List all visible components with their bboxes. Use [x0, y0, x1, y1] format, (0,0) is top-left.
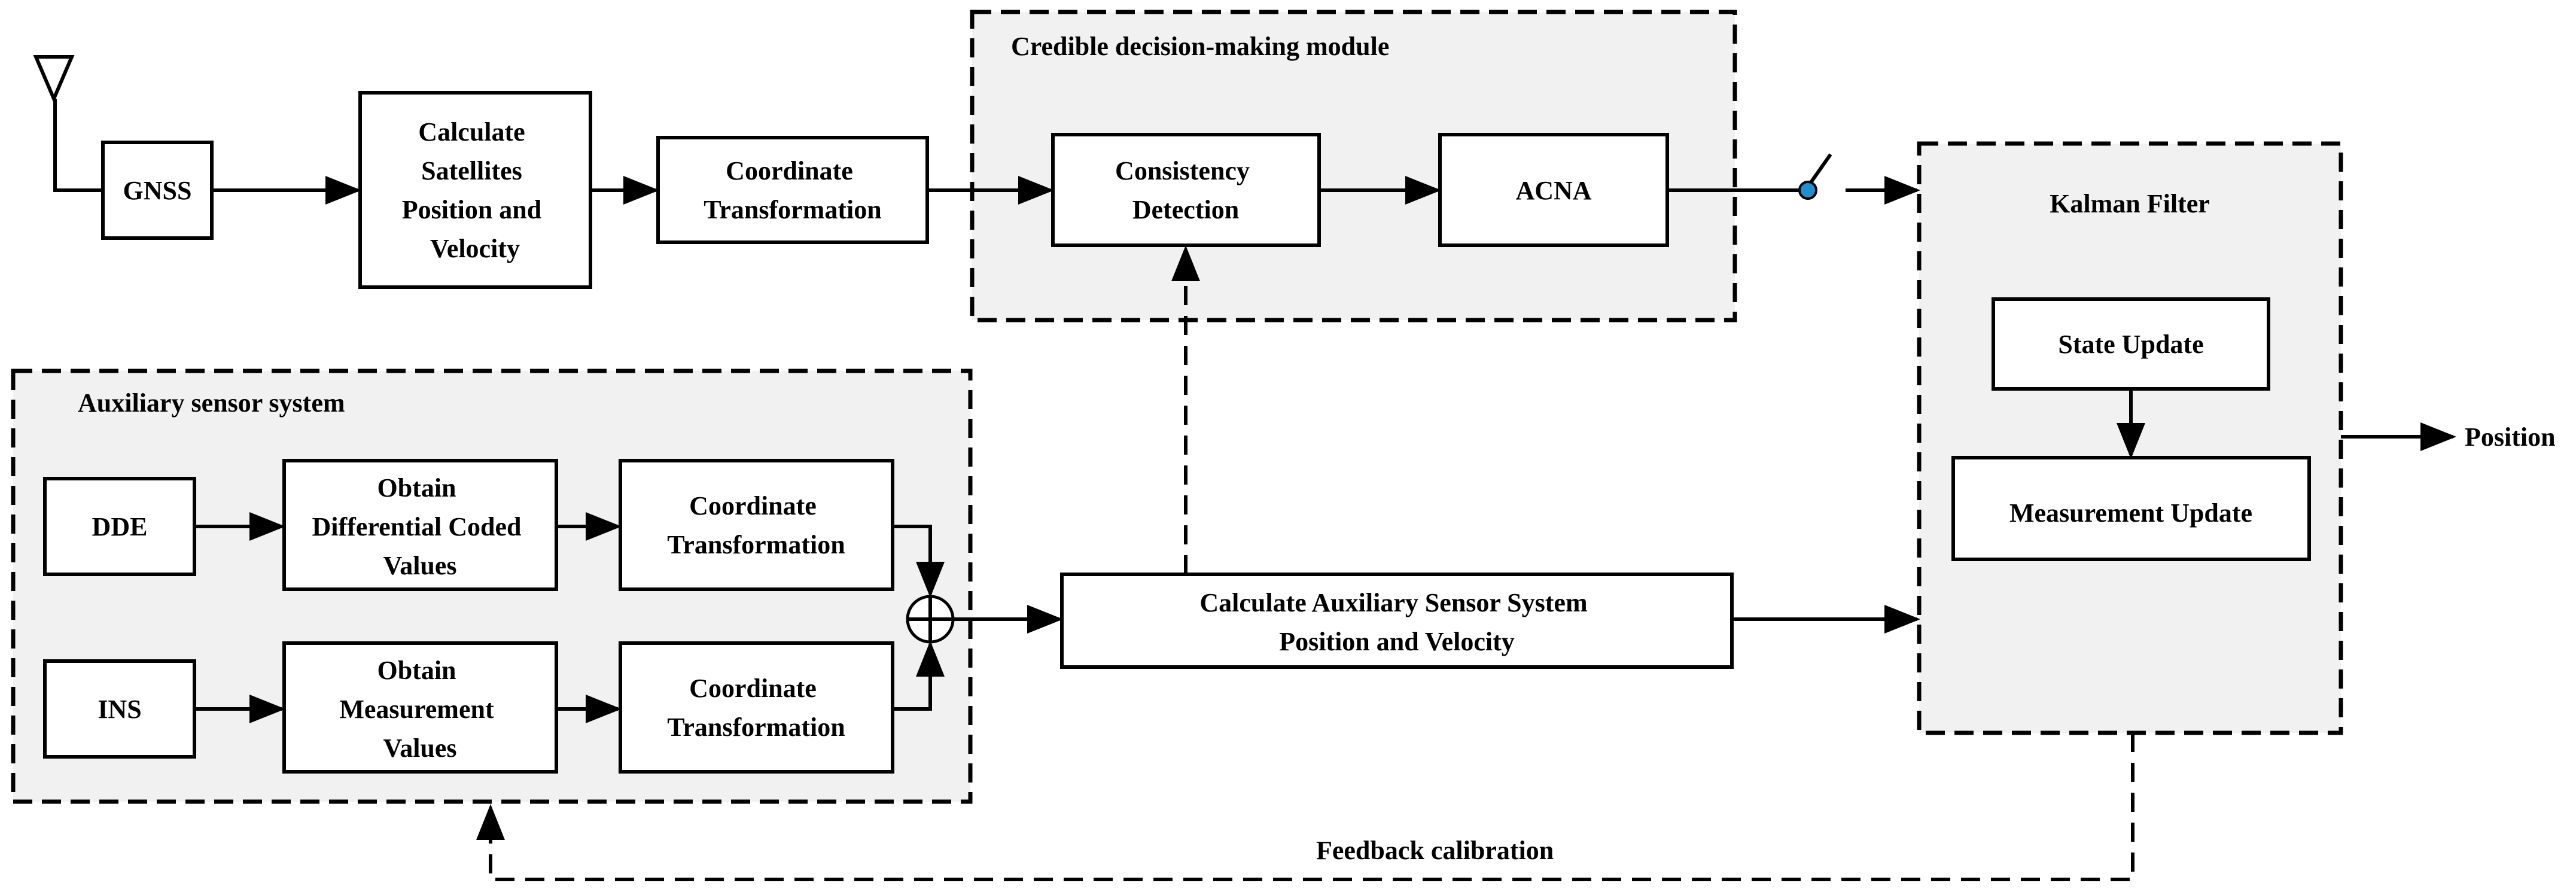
state-update-block: State Update [1992, 297, 2270, 391]
switch-icon [1667, 153, 1832, 200]
credible-module-title: Credible decision-making module [1011, 32, 1389, 61]
svg-text:DDE: DDE [92, 512, 148, 541]
measurement-update-block: Measurement Update [1951, 456, 2311, 561]
summing-junction-icon [906, 595, 955, 644]
calculate-satellites-block: Calculate Satellites Position and Veloci… [358, 91, 592, 289]
antenna-icon [33, 55, 103, 192]
svg-text:Calculate Auxiliary Sensor Sys: Calculate Auxiliary Sensor System Positi… [1199, 588, 1594, 656]
calculate-auxiliary-block: Calculate Auxiliary Sensor System Positi… [1060, 573, 1734, 669]
consistency-detection-block: Consistency Detection [1051, 133, 1321, 247]
svg-text:Coordinate Transformatio: Coordinate Transformation [667, 491, 845, 559]
feedback-calibration-arrow [476, 733, 2135, 881]
dde-block: DDE [43, 477, 196, 576]
acna-block: ACNA [1438, 133, 1669, 247]
svg-text:INS: INS [98, 695, 141, 724]
svg-text:Calculate Satellites: Calculate Satellites Position and Veloci… [402, 117, 549, 263]
gnss-block: GNSS [101, 141, 214, 240]
coordinate-transformation-top-block: Coordinate Transformation [656, 136, 929, 244]
coordinate-transformation-low-block: Coordinate Transformation [619, 641, 894, 774]
svg-text:Obtain Measurement: Obtain Measurement Values [339, 656, 500, 763]
svg-text:Consistency Detection: Consistency Detection [1115, 156, 1256, 224]
ins-block: INS [43, 659, 196, 759]
svg-text:Coordinate Transformatio: Coordinate Transformation [704, 156, 881, 224]
arrow-coord-low-to-sum [893, 641, 945, 711]
svg-text:Coordinate Transformatio: Coordinate Transformation [667, 674, 845, 742]
arrow-coord-mid-to-sum [893, 525, 945, 598]
svg-text:ACNA: ACNA [1515, 176, 1591, 205]
svg-text:State Update: State Update [2058, 330, 2203, 359]
coordinate-transformation-mid-block: Coordinate Transformation [619, 459, 894, 591]
position-label: Position [2465, 422, 2556, 452]
feedback-calibration-label: Feedback calibration [1316, 836, 1554, 865]
svg-text:Measurement Update: Measurement Update [2009, 498, 2252, 528]
obtain-differential-block: Obtain Differential Coded Values [282, 459, 558, 591]
kalman-filter-title: Kalman Filter [2050, 189, 2210, 218]
svg-text:Obtain Differential Code: Obtain Differential Coded Values [312, 473, 528, 580]
auxiliary-system-title: Auxiliary sensor system [78, 388, 345, 418]
svg-text:GNSS: GNSS [123, 176, 192, 205]
obtain-measurement-block: Obtain Measurement Values [282, 641, 558, 774]
